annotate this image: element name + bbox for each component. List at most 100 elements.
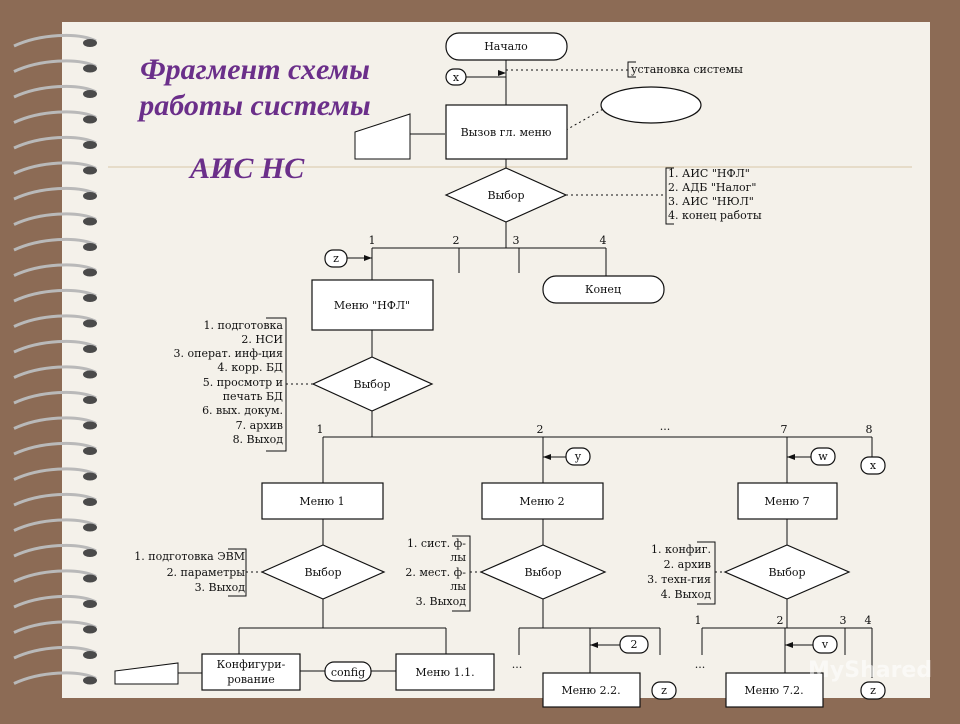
nfl-branch-2: 2 xyxy=(537,423,544,436)
spiral-ring xyxy=(13,365,97,379)
nfl-option-1: 1. подготовка xyxy=(204,319,284,332)
connector-x-right[interactable] xyxy=(860,456,886,475)
spiral-hole xyxy=(83,319,97,328)
spiral-ring xyxy=(13,518,97,532)
menu-nfl-box[interactable] xyxy=(311,279,434,331)
end-label: Конец xyxy=(585,283,621,296)
m7-branch-4: 4 xyxy=(865,614,872,627)
m1-option-3: 3. Выход xyxy=(195,581,246,594)
spiral-hole xyxy=(83,447,97,455)
main-menu-call-box[interactable] xyxy=(445,104,568,160)
main-option-4: 4. конец работы xyxy=(668,209,762,222)
m2-option-1: 1. сист. ф- xyxy=(407,537,466,550)
connector-labels: x z y w x 2 v z z xyxy=(333,71,877,697)
dashed-links xyxy=(246,69,725,573)
spiral-hole xyxy=(83,549,97,557)
choice7-diamond[interactable] xyxy=(723,544,851,600)
shapes xyxy=(201,32,851,708)
config-terminal-label: config xyxy=(331,666,365,679)
menu1-box[interactable] xyxy=(261,482,384,520)
connector-x-right-label: x xyxy=(870,459,877,472)
menu22-box[interactable] xyxy=(542,672,641,708)
connector-y[interactable] xyxy=(565,447,591,466)
nfl-branch-8: 8 xyxy=(866,423,873,436)
m2-option-3: 3. Выход xyxy=(416,595,467,608)
spiral-ring xyxy=(13,441,97,456)
menu72-box[interactable] xyxy=(725,672,824,708)
menu7-box[interactable] xyxy=(737,482,838,520)
connector-2[interactable] xyxy=(619,635,649,654)
spiral-ring xyxy=(13,569,97,583)
connector-w[interactable] xyxy=(810,447,836,466)
annotation-bubble xyxy=(600,86,702,124)
menu11-box[interactable] xyxy=(395,653,495,691)
spiral-hole xyxy=(83,166,97,175)
connectors xyxy=(324,68,886,700)
connector-z-bottom-mid[interactable] xyxy=(651,681,677,700)
m1-option-1: 1. подготовка ЭВМ xyxy=(134,550,245,563)
connector-2-label: 2 xyxy=(631,638,638,651)
arrow-heads xyxy=(364,70,795,648)
connector-v[interactable] xyxy=(812,635,838,654)
end-terminal[interactable] xyxy=(542,275,665,304)
choice7-label: Выбор xyxy=(768,566,805,579)
menu11-label: Меню 1.1. xyxy=(415,666,474,679)
connector-y-label: y xyxy=(574,450,582,463)
connector-x-top[interactable] xyxy=(445,68,467,86)
spiral-ring xyxy=(13,339,97,354)
nfl-option-6: 6. вых. докум. xyxy=(202,404,283,417)
spiral-hole xyxy=(83,523,97,532)
menu22-label: Меню 2.2. xyxy=(561,684,620,697)
spiral-ring xyxy=(13,594,97,609)
menu2-box[interactable] xyxy=(481,482,604,520)
nfl-branch-7: 7 xyxy=(781,423,788,436)
m2-option-1b: лы xyxy=(450,551,466,564)
nfl-option-3: 3. операт. инф-ция xyxy=(174,347,284,360)
m7-branch-1: 1 xyxy=(695,614,702,627)
spiral-hole xyxy=(83,217,97,226)
nfl-option-8: 8. Выход xyxy=(233,433,284,446)
m7-ellipsis: ... xyxy=(695,658,706,671)
spiral-ring xyxy=(13,390,97,405)
menu72-label: Меню 7.2. xyxy=(744,684,803,697)
spiral-hole xyxy=(83,141,97,149)
connector-z-top[interactable] xyxy=(324,249,348,268)
choice1-diamond[interactable] xyxy=(260,544,386,600)
connector-z-bottom-mid-label: z xyxy=(661,684,667,697)
branch-numbers: 1 2 3 4 1 2 ... 7 8 1 2 3 4 ... ... xyxy=(317,234,873,671)
choice-main-diamond[interactable] xyxy=(444,167,568,223)
main-branch-1: 1 xyxy=(369,234,376,247)
main-option-2: 2. АДБ "Налог" xyxy=(668,181,757,194)
spiral-hole xyxy=(83,268,97,277)
nfl-option-5b: печать БД xyxy=(223,390,283,403)
choice2-diamond[interactable] xyxy=(479,544,607,600)
spiral-hole xyxy=(83,600,97,608)
start-terminal[interactable] xyxy=(445,32,568,61)
spiral-hole xyxy=(83,192,97,200)
config-label-line1: Конфигури- xyxy=(217,658,286,671)
spiral-hole xyxy=(83,64,97,73)
connector-w-label: w xyxy=(818,450,828,463)
spiral-ring xyxy=(13,33,97,48)
connector-z-top-label: z xyxy=(333,252,339,265)
m7-option-4: 4. Выход xyxy=(661,588,712,601)
slide-subtitle: АИС НС xyxy=(190,152,305,185)
connector-v-label: v xyxy=(821,638,829,651)
m7-branch-2: 2 xyxy=(777,614,784,627)
config-terminal[interactable] xyxy=(324,661,372,682)
main-option-3: 3. АИС "НЮЛ" xyxy=(668,195,754,208)
slide-title-line1: Фрагмент схемы xyxy=(140,53,370,86)
choice-nfl-diamond[interactable] xyxy=(311,356,434,412)
choice1-label: Выбор xyxy=(304,566,341,579)
main-branch-2: 2 xyxy=(453,234,460,247)
config-box[interactable] xyxy=(201,653,301,691)
connector-z-bottom-right[interactable] xyxy=(860,681,886,700)
spiral-hole xyxy=(83,39,97,47)
choice-nfl-label: Выбор xyxy=(353,378,390,391)
install-annotation: установка системы xyxy=(631,63,743,76)
main-option-1: 1. АИС "НФЛ" xyxy=(668,167,750,180)
spiral-ring xyxy=(13,620,97,634)
spiral-ring xyxy=(13,161,97,175)
annotations: установка системы 1. АИС "НФЛ" 2. АДБ "Н… xyxy=(631,63,762,222)
